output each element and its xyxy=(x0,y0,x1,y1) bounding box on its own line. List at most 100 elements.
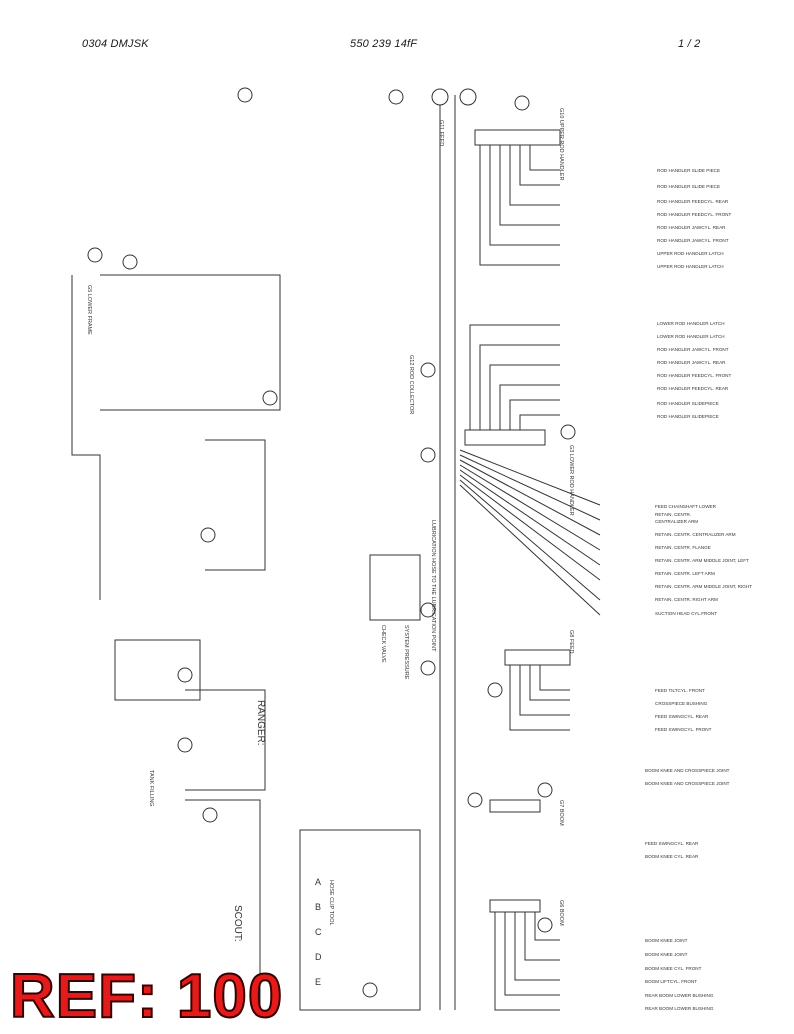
scout-line xyxy=(185,799,261,1010)
hose-label: CROSSPIECE BUSHING xyxy=(655,701,708,706)
hose-label: BOOM KNEE JOINT xyxy=(645,952,688,957)
callout-circle xyxy=(537,782,553,798)
g1-line xyxy=(185,689,266,791)
hose-label: ROD HANDLER JAWCYL. FRONT xyxy=(657,238,729,243)
hose-label: BOOM KNEE AND CROSSPIECE JOINT xyxy=(645,768,730,773)
g6-manifold xyxy=(489,899,541,913)
pump-box xyxy=(114,639,201,701)
g5-frame-line xyxy=(100,274,281,411)
group-label-g3: G3 LOWER ROD HANDLER xyxy=(568,445,574,516)
hose-label: ROD HANDLER FEEDCYL. REAR xyxy=(657,199,729,204)
group-label-g8: G8 FEED xyxy=(568,630,574,654)
group-label-g10: G10 UPPER ROD HANDLER xyxy=(558,108,564,180)
hose-fan xyxy=(494,912,560,1011)
hose-label: REAR BOOM LOWER BUSHING xyxy=(645,993,714,998)
hose-label: ROD HANDLER SLIDE PIECE xyxy=(657,168,720,173)
callout-circle xyxy=(420,660,436,676)
left-trunk-line xyxy=(71,275,101,600)
hose-label: BOOM KNEE AND CROSSPIECE JOINT xyxy=(645,781,730,786)
group-label-g7: G7 BOOM xyxy=(558,800,564,826)
hose-label: RETAIN. CENTR. LEFT ARM xyxy=(655,571,715,576)
hose-fan xyxy=(509,665,570,731)
g7-manifold xyxy=(489,799,541,813)
connector-box xyxy=(299,829,421,1011)
callout-circle xyxy=(420,362,436,378)
callout-circle xyxy=(514,95,530,111)
callout-circle xyxy=(487,682,503,698)
callout-circle xyxy=(420,602,436,618)
group-label-g12: G12 ROD COLLECTOR xyxy=(408,355,414,414)
g3-manifold xyxy=(464,429,546,446)
callout-circle xyxy=(177,737,193,753)
g8-manifold xyxy=(504,649,571,666)
connector-letter: A xyxy=(315,877,321,887)
hose-label: ROD HANDLER JAWCYL. REAR xyxy=(657,360,726,365)
hose-label: RETAIN. CENTR. RIGHT ARM xyxy=(655,597,718,602)
hose-fan xyxy=(459,449,601,616)
g10-manifold xyxy=(474,129,561,146)
hose-label: SUCTION HEAD CYL.FRONT xyxy=(655,611,717,616)
g2-line xyxy=(205,439,266,571)
reference-stamp: REF: 100 xyxy=(9,962,284,1031)
tank-filling-label: TANK FILLING xyxy=(148,770,154,807)
hose-label: BOOM KNEE CYL. REAR xyxy=(645,854,699,859)
hose-label: BOOM KNEE JOINT xyxy=(645,938,688,943)
document-code: 0304 DMJSK xyxy=(82,38,149,50)
scout-label: SCOUT: xyxy=(232,905,243,942)
hose-label: ROD HANDLER FEEDCYL. FRONT xyxy=(657,373,731,378)
check-valve-label: CHECK VALVE xyxy=(380,625,386,663)
hose-label: CENTRALIZER ARM xyxy=(655,519,698,524)
hose-label: ROD HANDLER FEEDCYL. FRONT xyxy=(657,212,731,217)
connector-letter: B xyxy=(315,902,321,912)
callout-circle xyxy=(262,390,278,406)
system-pressure-label: SYSTEM PRESSURE xyxy=(403,625,409,680)
hose-label: FEED TILTCYL. FRONT xyxy=(655,688,705,693)
callout-circle xyxy=(200,527,216,543)
callout-circle xyxy=(122,254,138,270)
callout-circle xyxy=(362,982,378,998)
lubrication-label: LUBRICATION HOSE TO THE LUBRICATION POIN… xyxy=(430,520,436,652)
hose-label: ROD HANDLER SLIDEPIECE xyxy=(657,414,719,419)
ranger-label: RANGER: xyxy=(255,700,266,746)
hose-fan xyxy=(479,145,560,266)
hose-label: FEED SWINGCYL. FRONT xyxy=(655,727,712,732)
hose-label: ROD HANDLER SLIDEPIECE xyxy=(657,401,719,406)
hose-label: RETAIN. CENTR. ARM MIDDLE JOINT, LEFT xyxy=(655,558,749,563)
part-number: 550 239 14fF xyxy=(350,38,418,50)
hose-label: FEED SWINGCYL. REAR xyxy=(645,841,699,846)
page-number: 1 / 2 xyxy=(678,38,701,50)
hose-label: FEED CHAINSHAFT LOWER xyxy=(655,504,717,509)
hose-fan xyxy=(469,324,560,430)
callout-circle xyxy=(467,792,483,808)
hose-label: UPPER ROD HANDLER LATCH xyxy=(657,251,724,256)
hose-label: ROD HANDLER JAWCYL. REAR xyxy=(657,225,726,230)
connector-letter: C xyxy=(315,927,322,937)
callout-circle xyxy=(431,88,449,106)
callout-circle xyxy=(388,89,404,105)
group-label-g6: G6 BOOM xyxy=(558,900,564,926)
hose-label: FEED SWINGCYL. REAR xyxy=(655,714,709,719)
hose-label: REAR BOOM LOWER BUSHING xyxy=(645,1006,714,1011)
callout-circle xyxy=(87,247,103,263)
connector-letter: E xyxy=(315,977,321,987)
hose-label: BOOM LIFTCYL. FRONT xyxy=(645,979,697,984)
hose-clip-label: HOSE CLIP TOOL xyxy=(328,880,334,926)
connector-letter: D xyxy=(315,952,322,962)
callout-circle xyxy=(537,917,553,933)
callout-circle xyxy=(420,447,436,463)
callout-circle xyxy=(459,88,477,106)
hose-label: ROD HANDLER FEEDCYL. REAR xyxy=(657,386,729,391)
group-label-g11: G11 FEED xyxy=(438,120,444,146)
callout-circle xyxy=(237,87,253,103)
hose-label: ROD HANDLER JAWCYL. FRONT xyxy=(657,347,729,352)
hose-label: LOWER ROD HANDLER LATCH xyxy=(657,334,725,339)
group-label-g5: G5 LOWER FRAME xyxy=(86,285,92,335)
hose-label: ROD HANDLER SLIDE PIECE xyxy=(657,184,720,189)
lubrication-box xyxy=(369,554,421,621)
hose-label: BOOM KNEE CYL. FRONT xyxy=(645,966,702,971)
hose-label: UPPER ROD HANDLER LATCH xyxy=(657,264,724,269)
hose-label: LOWER ROD HANDLER LATCH xyxy=(657,321,725,326)
callout-circle xyxy=(560,424,576,440)
hose-label: RETAIN. CENTR. FLANGE xyxy=(655,545,711,550)
